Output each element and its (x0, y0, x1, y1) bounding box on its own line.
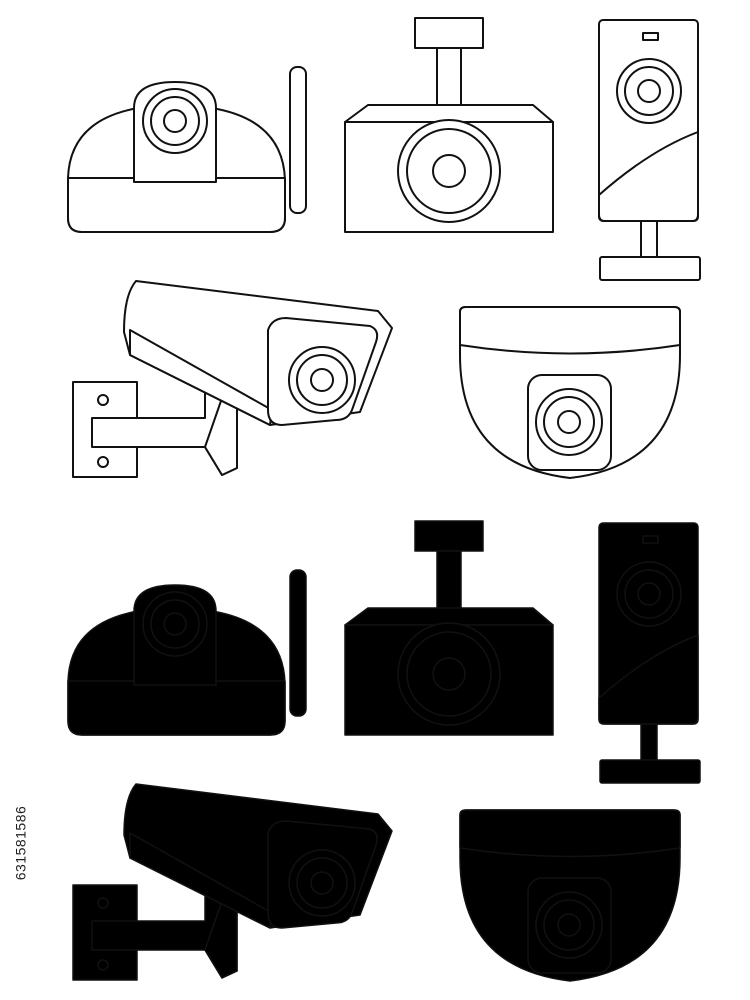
filled-camera-set (67, 520, 701, 982)
ceiling-box-camera-filled-icon (344, 520, 554, 736)
stock-id-label: 631581586 (8, 768, 32, 918)
ceiling-dome-camera-filled-icon (459, 809, 681, 982)
desktop-ip-camera-outline-icon (598, 19, 701, 281)
ceiling-box-camera-outline-icon (344, 17, 554, 233)
ceiling-dome-camera-outline-icon (459, 306, 681, 479)
desktop-ip-camera-filled-icon (598, 522, 701, 784)
wall-bullet-camera-filled-icon (72, 783, 393, 981)
wireless-dome-camera-filled-icon (67, 569, 307, 736)
stock-id-text: 631581586 (12, 805, 29, 881)
outline-camera-set (67, 17, 701, 479)
wall-bullet-camera-outline-icon (72, 280, 393, 478)
wireless-dome-camera-outline-icon (67, 66, 307, 233)
